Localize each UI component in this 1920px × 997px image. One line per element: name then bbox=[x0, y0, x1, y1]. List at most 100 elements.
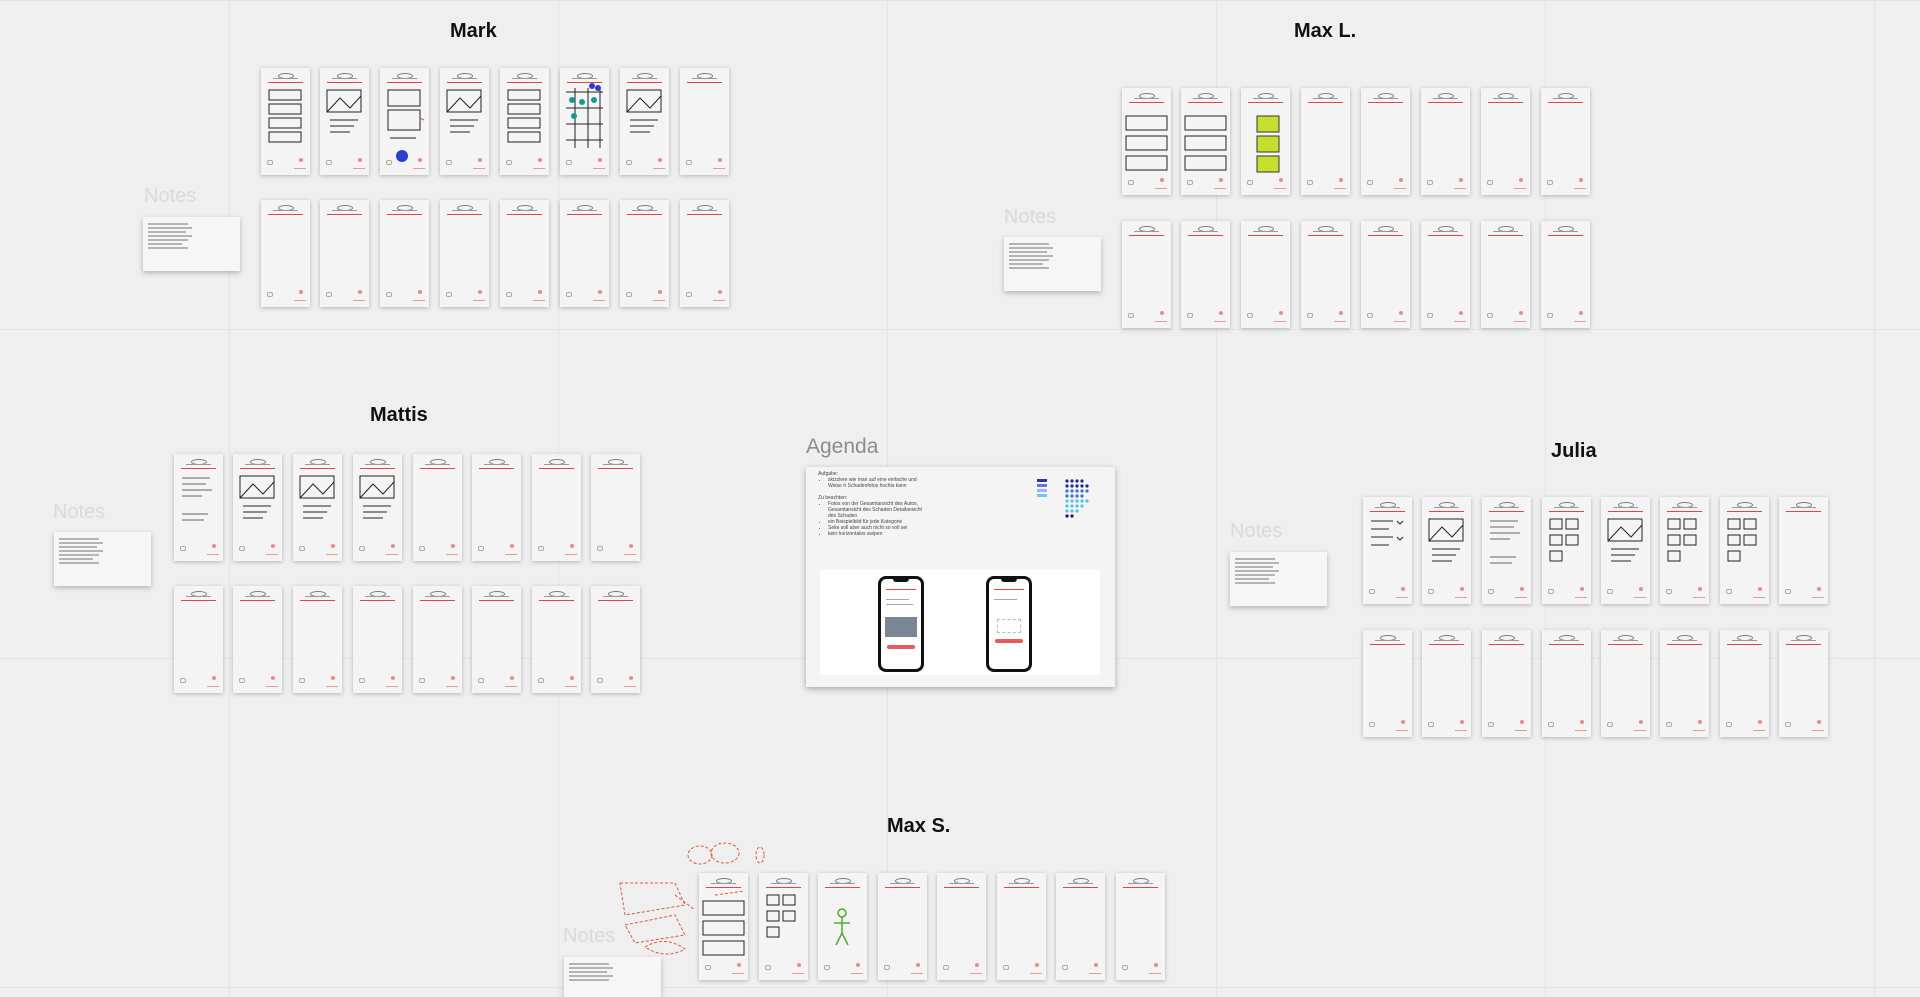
wireframe-card[interactable] bbox=[1481, 88, 1530, 195]
sketch-drawing bbox=[1125, 115, 1168, 171]
wireframe-card[interactable] bbox=[818, 873, 867, 980]
wireframe-card[interactable] bbox=[174, 454, 223, 561]
wireframe-card[interactable] bbox=[1241, 88, 1290, 195]
section-title-julia[interactable]: Julia bbox=[1551, 440, 1597, 462]
section-title-mark[interactable]: Mark bbox=[450, 20, 497, 42]
wireframe-card[interactable] bbox=[500, 200, 549, 307]
wireframe-card[interactable] bbox=[532, 586, 581, 693]
note-card-max-l[interactable] bbox=[1004, 237, 1101, 291]
wireframe-card[interactable] bbox=[1482, 497, 1531, 604]
wireframe-card[interactable] bbox=[1779, 630, 1828, 737]
wireframe-card[interactable] bbox=[1301, 221, 1350, 328]
wireframe-card[interactable] bbox=[591, 454, 640, 561]
wireframe-card[interactable] bbox=[1363, 630, 1412, 737]
wireframe-card[interactable] bbox=[1361, 88, 1410, 195]
wireframe-card[interactable] bbox=[500, 68, 549, 175]
wireframe-card[interactable] bbox=[174, 586, 223, 693]
wireframe-card[interactable] bbox=[1422, 497, 1471, 604]
wireframe-card[interactable] bbox=[1301, 88, 1350, 195]
wireframe-card[interactable] bbox=[1363, 497, 1412, 604]
wireframe-card[interactable] bbox=[1361, 221, 1410, 328]
wireframe-card[interactable] bbox=[532, 454, 581, 561]
wireframe-card[interactable] bbox=[261, 68, 310, 175]
sketch-drawing bbox=[1607, 518, 1643, 562]
sketch-drawing bbox=[299, 475, 335, 519]
section-title-max-l[interactable]: Max L. bbox=[1294, 20, 1357, 42]
notes-label-julia: Notes bbox=[1230, 520, 1283, 542]
agenda-note-item: Seite soll aber auch nicht so voll sei bbox=[828, 525, 928, 531]
wireframe-card[interactable] bbox=[320, 68, 369, 175]
wireframe-card[interactable] bbox=[1481, 221, 1530, 328]
wireframe-card[interactable] bbox=[560, 68, 609, 175]
wireframe-card[interactable] bbox=[320, 200, 369, 307]
sketch-drawing bbox=[1549, 518, 1579, 562]
wireframe-card[interactable] bbox=[878, 873, 927, 980]
wireframe-card[interactable] bbox=[472, 454, 521, 561]
wireframe-card[interactable] bbox=[699, 873, 748, 980]
wireframe-card[interactable] bbox=[1660, 630, 1709, 737]
wireframe-card[interactable] bbox=[233, 586, 282, 693]
wireframe-card[interactable] bbox=[1720, 630, 1769, 737]
wireframe-card[interactable] bbox=[1422, 630, 1471, 737]
agenda-frame[interactable]: Aufgabe: skizziere wie man auf eine einf… bbox=[806, 467, 1115, 687]
wireframe-card[interactable] bbox=[680, 200, 729, 307]
sketch-annotations bbox=[619, 842, 765, 955]
sketch-drawing bbox=[359, 475, 395, 519]
note-card-mark[interactable] bbox=[143, 217, 240, 271]
note-card-julia[interactable] bbox=[1230, 552, 1327, 606]
sketch-drawing bbox=[446, 89, 482, 133]
wireframe-card[interactable] bbox=[293, 454, 342, 561]
wireframe-card[interactable] bbox=[353, 586, 402, 693]
wireframe-card[interactable] bbox=[233, 454, 282, 561]
wireframe-card[interactable] bbox=[1660, 497, 1709, 604]
wireframe-card[interactable] bbox=[1601, 630, 1650, 737]
wireframe-card[interactable] bbox=[440, 68, 489, 175]
wireframe-card[interactable] bbox=[1482, 630, 1531, 737]
wireframe-card[interactable] bbox=[380, 200, 429, 307]
wireframe-card[interactable] bbox=[1181, 88, 1230, 195]
wireframe-card[interactable] bbox=[560, 200, 609, 307]
wireframe-card[interactable] bbox=[1720, 497, 1769, 604]
wireframe-card[interactable] bbox=[472, 586, 521, 693]
wireframe-card[interactable] bbox=[1056, 873, 1105, 980]
wireframe-card[interactable] bbox=[1421, 88, 1470, 195]
notes-label-mark: Notes bbox=[144, 185, 197, 207]
wireframe-card[interactable] bbox=[413, 454, 462, 561]
wireframe-card[interactable] bbox=[1116, 873, 1165, 980]
wireframe-card[interactable] bbox=[1541, 221, 1590, 328]
wireframe-card[interactable] bbox=[1601, 497, 1650, 604]
section-title-max-s[interactable]: Max S. bbox=[887, 815, 951, 837]
wireframe-card[interactable] bbox=[620, 200, 669, 307]
agenda-aufgabe-heading: Aufgabe: bbox=[818, 471, 839, 477]
wireframe-card[interactable] bbox=[293, 586, 342, 693]
notes-label-max-l: Notes bbox=[1004, 206, 1057, 228]
wireframe-card[interactable] bbox=[1122, 88, 1171, 195]
wireframe-card[interactable] bbox=[1779, 497, 1828, 604]
sketch-drawing bbox=[1256, 115, 1280, 173]
wireframe-card[interactable] bbox=[1122, 221, 1171, 328]
wireframe-card[interactable] bbox=[413, 586, 462, 693]
section-title-mattis[interactable]: Mattis bbox=[370, 404, 428, 426]
wireframe-card[interactable] bbox=[353, 454, 402, 561]
wireframe-card[interactable] bbox=[380, 68, 429, 175]
wireframe-card[interactable] bbox=[680, 68, 729, 175]
color-palette-icon bbox=[1037, 479, 1089, 518]
wireframe-card[interactable] bbox=[591, 586, 640, 693]
sketch-drawing bbox=[239, 475, 275, 519]
wireframe-card[interactable] bbox=[1421, 221, 1470, 328]
wireframe-card[interactable] bbox=[1181, 221, 1230, 328]
wireframe-card[interactable] bbox=[937, 873, 986, 980]
wireframe-card[interactable] bbox=[1241, 221, 1290, 328]
wireframe-card[interactable] bbox=[759, 873, 808, 980]
wireframe-card[interactable] bbox=[261, 200, 310, 307]
wireframe-card[interactable] bbox=[997, 873, 1046, 980]
note-card-mattis[interactable] bbox=[54, 532, 151, 586]
example-screens-image bbox=[820, 570, 1100, 675]
wireframe-card[interactable] bbox=[1542, 497, 1591, 604]
note-card-max-s[interactable] bbox=[564, 957, 661, 997]
wireframe-card[interactable] bbox=[1541, 88, 1590, 195]
wireframe-card[interactable] bbox=[1542, 630, 1591, 737]
wireframe-card[interactable] bbox=[440, 200, 489, 307]
agenda-aufgabe-item: skizziere wie man auf eine einfache und … bbox=[828, 477, 928, 489]
wireframe-card[interactable] bbox=[620, 68, 669, 175]
